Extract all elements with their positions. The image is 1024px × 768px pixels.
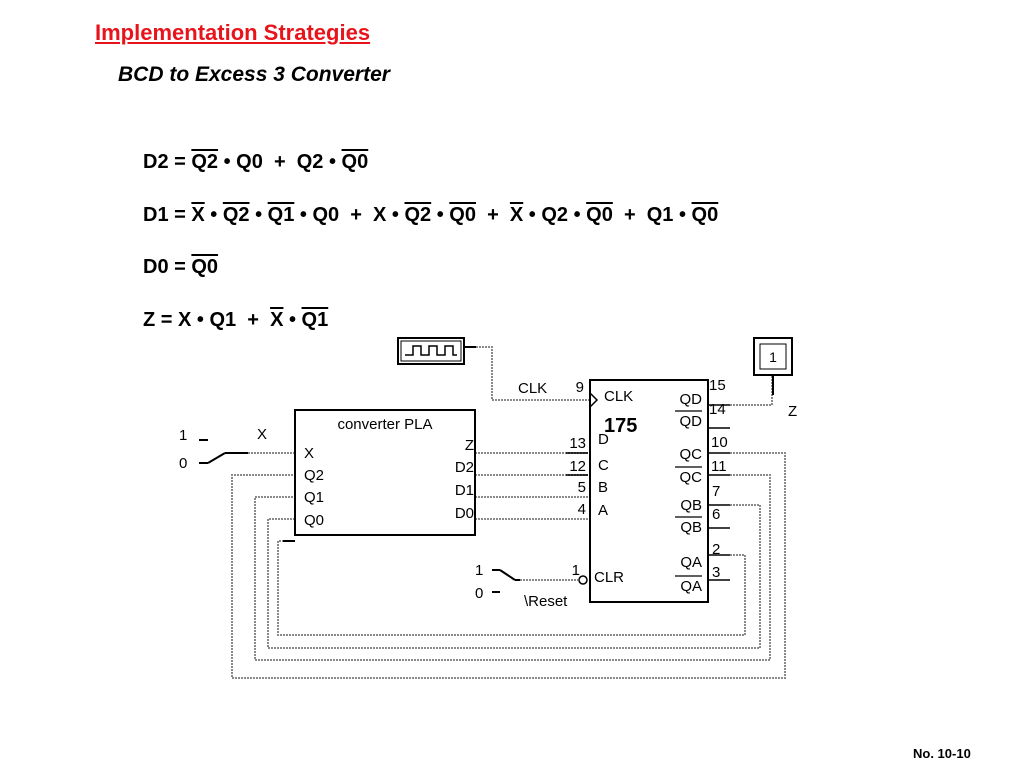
equation-term: Z = X • Q1 + xyxy=(143,309,271,331)
z-probe-value: 1 xyxy=(769,349,777,365)
chip-clk-label: CLK xyxy=(604,388,633,405)
pla-input-q1: Q1 xyxy=(304,489,324,506)
pin-number-10: 10 xyxy=(711,434,728,451)
pla-output-d0: D0 xyxy=(455,505,474,522)
complemented-term: Q1 xyxy=(301,309,329,331)
pin-number-15: 15 xyxy=(709,377,726,394)
equation-d1: D1 = X • Q2 • Q1 • Q0 + X • Q2 • Q0 + X … xyxy=(143,204,718,227)
pla-output-d2: D2 xyxy=(455,459,474,476)
complemented-term: X xyxy=(270,309,284,331)
complemented-term: Q2 xyxy=(222,204,250,226)
pin-number-2: 2 xyxy=(712,541,720,558)
equation-term: + xyxy=(475,204,510,226)
complemented-term: X xyxy=(191,204,205,226)
pin-number-7: 7 xyxy=(712,483,720,500)
pin-number-5: 5 xyxy=(578,479,586,496)
equation-d0: D0 = Q0 xyxy=(143,256,218,279)
equation-term: D2 = xyxy=(143,151,192,173)
equation-term: • Q2 • xyxy=(523,204,587,226)
pin-number-12: 12 xyxy=(569,458,586,475)
pin-number-4: 4 xyxy=(578,501,586,518)
complemented-term: Q1 xyxy=(267,204,295,226)
equation-term: • xyxy=(204,204,223,226)
chip-output-qb-bar: QB xyxy=(680,519,702,536)
equation-term: D0 = xyxy=(143,256,192,278)
chip-output-qb: QB xyxy=(680,497,702,514)
chip-input-c: C xyxy=(598,457,609,474)
reset-toggle-switch[interactable]: 1 0 \Reset xyxy=(475,562,568,610)
chip-output-qa-bar: QA xyxy=(680,578,702,595)
complemented-term: Q0 xyxy=(586,204,613,226)
pin-number-3: 3 xyxy=(712,564,720,581)
square-wave-icon xyxy=(405,345,457,356)
complemented-term: X xyxy=(509,204,524,226)
pin-number-11: 11 xyxy=(711,458,727,475)
chip-output-qd-bar: QD xyxy=(680,413,703,430)
x-switch-low-label: 0 xyxy=(179,455,187,472)
slide-number: No. 10-10 xyxy=(913,746,971,761)
pla-input-x: X xyxy=(304,445,314,462)
x-switch-high-label: 1 xyxy=(179,427,187,444)
pin-number-14: 14 xyxy=(709,401,726,418)
pin-number-6: 6 xyxy=(712,506,720,523)
z-output-label: Z xyxy=(788,403,797,420)
slide-subtitle: BCD to Excess 3 Converter xyxy=(118,63,390,86)
complemented-term: Q2 xyxy=(404,204,432,226)
slide-title: Implementation Strategies xyxy=(95,20,371,45)
pla-output-z: Z xyxy=(465,437,474,454)
equation-term: + Q1 • xyxy=(612,204,692,226)
reset-switch-low-label: 0 xyxy=(475,585,483,602)
complemented-term: Q0 xyxy=(449,204,476,226)
equation-term: • xyxy=(283,309,302,331)
complemented-term: Q0 xyxy=(691,204,719,226)
equation-term: • xyxy=(249,204,268,226)
reset-switch-label: \Reset xyxy=(524,593,568,610)
pin-number-clk: 9 xyxy=(576,379,584,396)
chip-number: 175 xyxy=(604,415,637,437)
chip-input-b: B xyxy=(598,479,608,496)
clock-input-triangle-icon xyxy=(589,392,599,408)
equation-term: • Q0 + Q2 • xyxy=(218,151,342,173)
reset-switch-high-label: 1 xyxy=(475,562,483,579)
pla-input-q2: Q2 xyxy=(304,467,324,484)
chip-output-qc-bar: QC xyxy=(680,469,703,486)
chip-175 xyxy=(589,379,709,603)
chip-output-qd: QD xyxy=(680,391,703,408)
clock-label: CLK xyxy=(518,380,547,397)
converter-pla xyxy=(294,409,476,536)
chip-output-qc: QC xyxy=(680,446,703,463)
pin-number-clr: 1 xyxy=(572,562,580,579)
chip-output-qa: QA xyxy=(680,554,702,571)
pla-input-q0: Q0 xyxy=(304,512,324,529)
chip-input-d: D xyxy=(598,431,609,448)
equation-term: D1 = xyxy=(143,204,192,226)
pin-number-13: 13 xyxy=(569,435,586,452)
clr-inversion-bubble xyxy=(578,575,588,585)
pla-output-d1: D1 xyxy=(455,482,474,499)
chip-clr-label: CLR xyxy=(594,569,624,586)
chip-input-a: A xyxy=(598,502,608,519)
x-toggle-switch[interactable]: 1 0 X xyxy=(179,426,267,472)
complemented-term: Q0 xyxy=(191,256,219,278)
x-switch-label: X xyxy=(257,426,267,443)
complemented-term: Q0 xyxy=(341,151,369,173)
equation-d2: D2 = Q2 • Q0 + Q2 • Q0 xyxy=(143,151,368,174)
equation-z: Z = X • Q1 + X • Q1 xyxy=(143,309,328,332)
clock-source[interactable] xyxy=(397,337,465,365)
pla-title: converter PLA xyxy=(337,416,432,433)
complemented-term: Q2 xyxy=(191,151,219,173)
equation-term: • Q0 + X • xyxy=(294,204,405,226)
equation-term: • xyxy=(431,204,450,226)
